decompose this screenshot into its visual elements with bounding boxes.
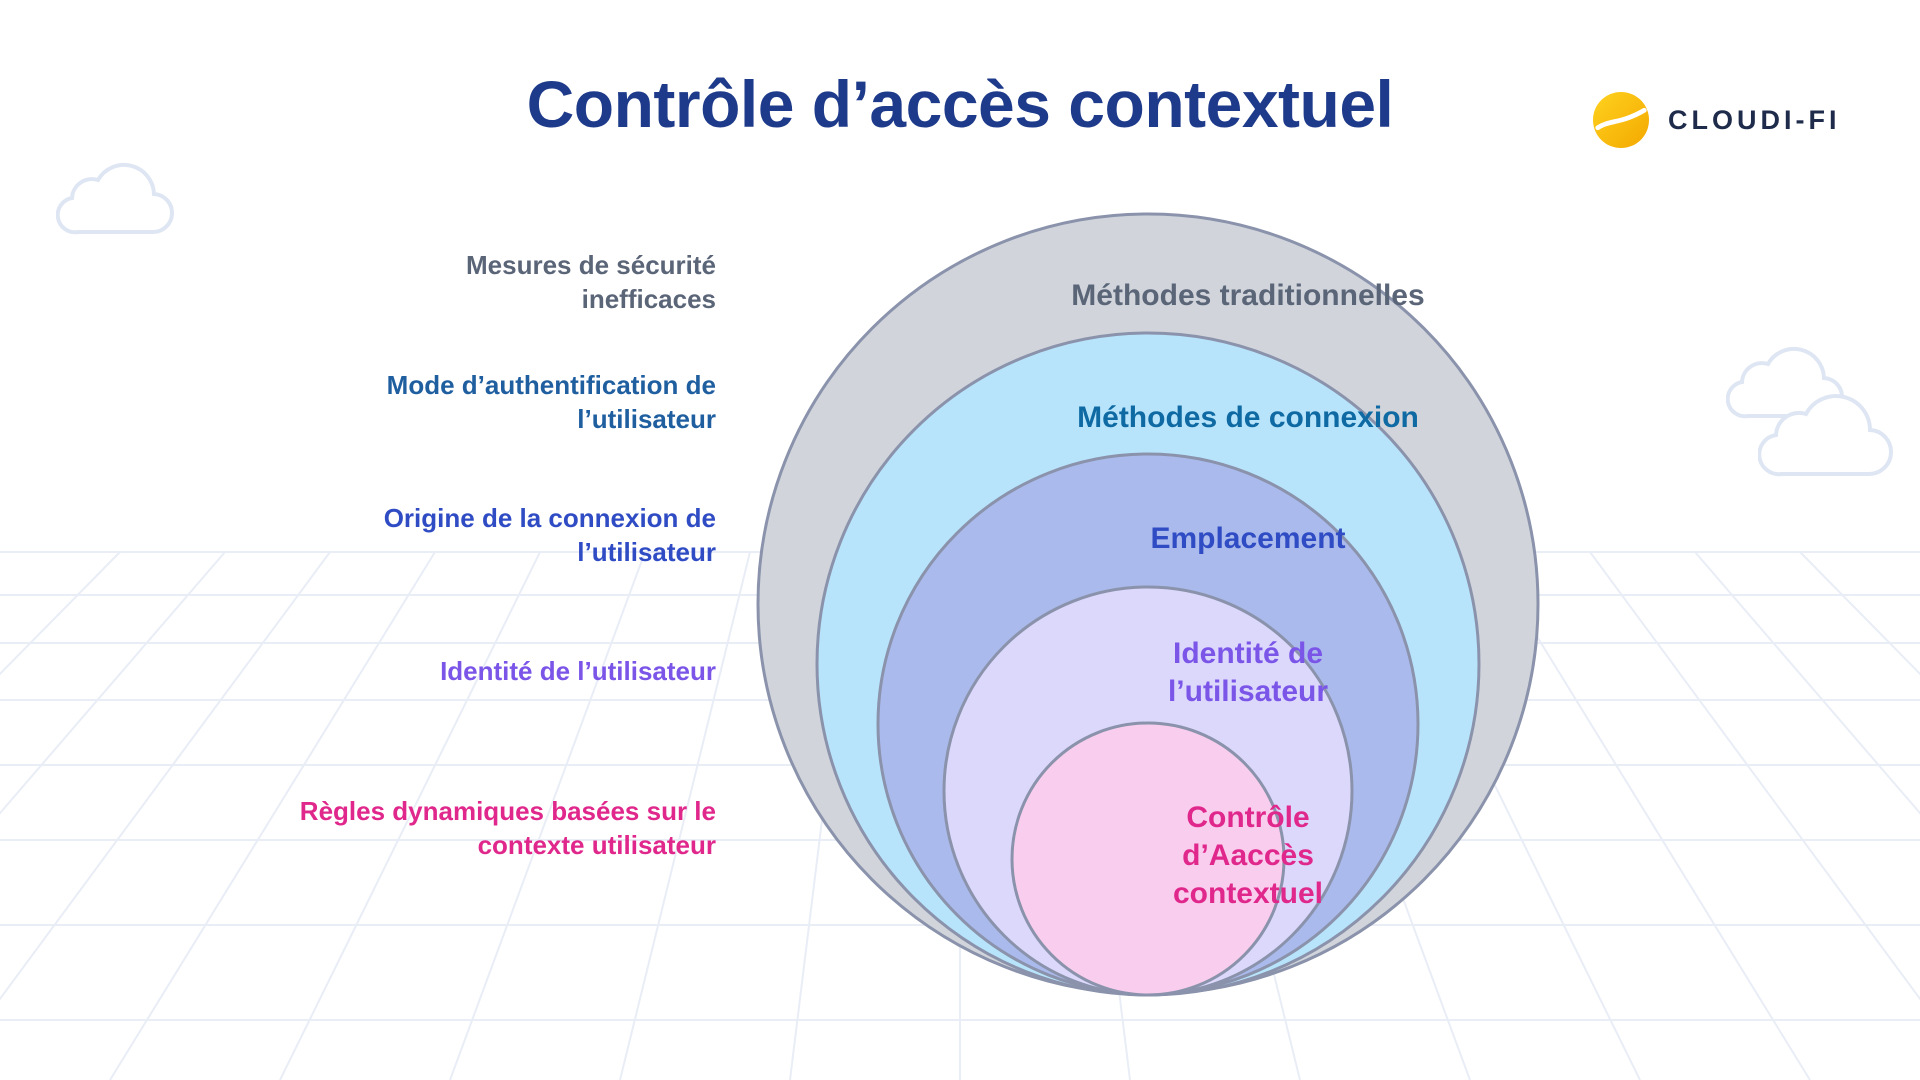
ring-label-connection-methods: Méthodes de connexion	[1048, 399, 1448, 437]
ring-label-user-identity: Identité de l’utilisateur	[1048, 635, 1448, 711]
ring-label-location: Emplacement	[1048, 520, 1448, 558]
ring-label-contextual-access-control: Contrôle d’Aaccès contextuel	[1048, 799, 1448, 913]
ring-label-traditional-methods: Méthodes traditionnelles	[1048, 277, 1448, 315]
